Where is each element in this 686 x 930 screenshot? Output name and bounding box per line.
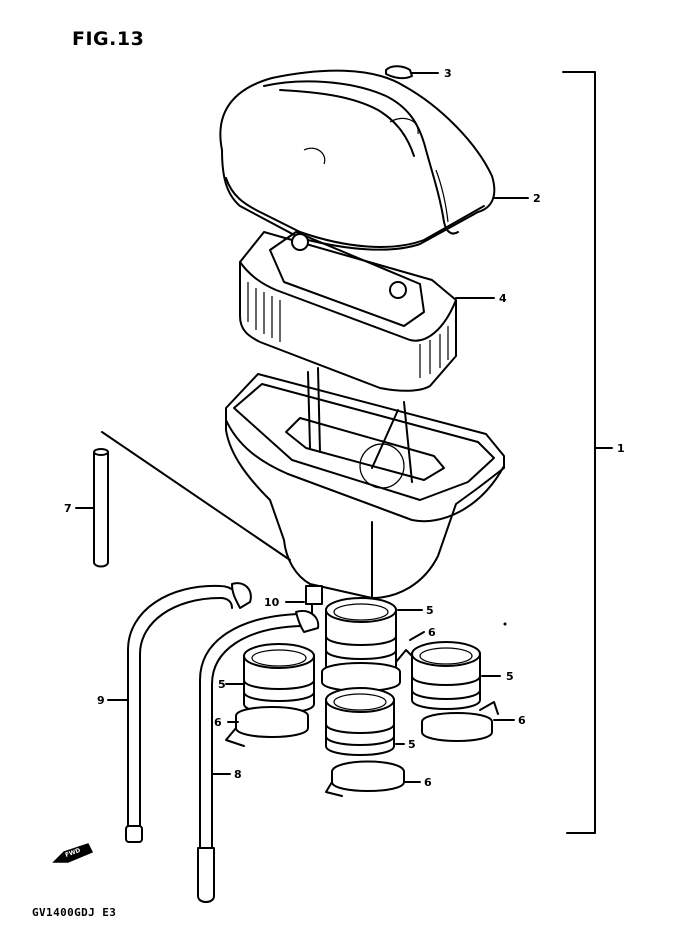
- callout-5b: 5: [218, 678, 226, 691]
- part-7-leader: [101, 431, 291, 561]
- part-3-clip: [385, 65, 439, 80]
- air-cleaner-case: [225, 367, 505, 599]
- part-6-clamp-right: [421, 701, 499, 742]
- callout-5d: 5: [408, 738, 416, 751]
- part-6-clamp-bottom: [325, 760, 405, 797]
- part-5-boot-bottom: [325, 687, 395, 756]
- callout-6a: 6: [428, 626, 436, 639]
- callout-4: 4: [499, 292, 507, 305]
- forward-arrow-label: FWD: [64, 847, 81, 859]
- part-8-hose: [197, 610, 320, 903]
- callout-1: 1: [617, 442, 625, 455]
- part-2-cover: [219, 69, 496, 251]
- callout-6c: 6: [518, 714, 526, 727]
- callout-6d: 6: [424, 776, 432, 789]
- part-7-tube: [93, 448, 109, 568]
- part-5-boot-left: [243, 643, 315, 714]
- callout-6b: 6: [214, 716, 222, 729]
- forward-arrow-icon: FWD: [52, 843, 94, 863]
- part-10-fitting: [305, 585, 323, 619]
- figure-title: FIG.13: [72, 28, 145, 50]
- callout-7: 7: [64, 502, 72, 515]
- callout-5c: 5: [506, 670, 514, 683]
- part-6-clamp-top: [321, 649, 413, 692]
- callout-10: 10: [264, 596, 280, 609]
- callout-2: 2: [533, 192, 541, 205]
- model-code: GV1400GDJ E3: [32, 906, 117, 919]
- callout-3: 3: [444, 67, 452, 80]
- callout-5a: 5: [426, 604, 434, 617]
- part-5-boot-right: [411, 641, 481, 710]
- callout-9: 9: [97, 694, 105, 707]
- part-9-hose: [125, 582, 252, 843]
- part-4-filter: [239, 231, 457, 392]
- assembly-bracket: [562, 71, 613, 834]
- part-6-clamp-left: [225, 706, 309, 747]
- callout-8: 8: [234, 768, 242, 781]
